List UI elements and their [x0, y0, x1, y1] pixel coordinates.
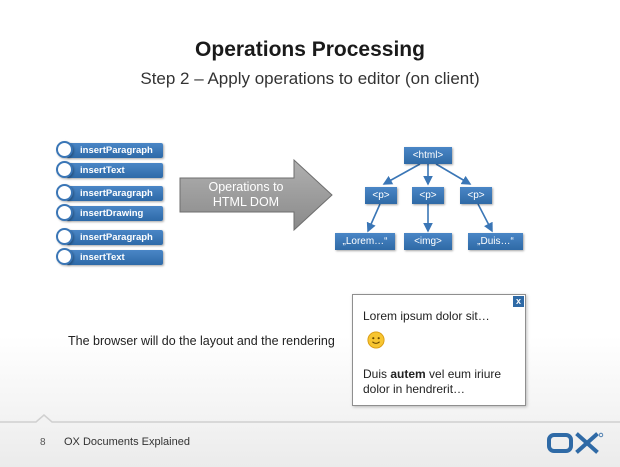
page-number: 8 [40, 437, 46, 448]
operation-bullet-icon [56, 248, 73, 265]
operation-label: insertParagraph [66, 186, 163, 201]
arrow-label-line2: HTML DOM [212, 195, 280, 209]
conversion-arrow: Operations to HTML DOM [178, 158, 336, 232]
caption-text: The browser will do the layout and the r… [68, 334, 335, 348]
close-icon[interactable]: x [513, 296, 524, 307]
operation-bullet-icon [56, 204, 73, 221]
operation-item: insertParagraph [56, 184, 164, 204]
arrow-label-line1: Operations to [208, 180, 284, 194]
dom-node-text-lorem: „Lorem…“ [335, 233, 395, 250]
smiley-icon [367, 331, 385, 349]
dom-node-p: <p> [460, 187, 492, 204]
preview-paragraph-3: dolor in hendrerit… [363, 382, 466, 396]
arrow-right-icon [179, 158, 333, 232]
operation-item: insertParagraph [56, 228, 164, 248]
operation-item: insertText [56, 161, 164, 181]
dom-node-p: <p> [412, 187, 444, 204]
dom-node-img: <img> [404, 233, 452, 250]
footer-divider [0, 414, 620, 423]
operation-bullet-icon [56, 161, 73, 178]
preview-text-post: vel eum iriure [425, 367, 502, 381]
operation-bullet-icon [56, 141, 73, 158]
dom-node-html: <html> [404, 147, 452, 164]
operation-label: insertText [66, 250, 163, 265]
slide-subtitle: Step 2 – Apply operations to editor (on … [140, 69, 480, 88]
ox-logo-icon [547, 432, 604, 454]
operation-item: insertParagraph [56, 141, 164, 161]
operation-label: insertDrawing [66, 206, 163, 221]
dom-node-text-duis: „Duis…“ [468, 233, 523, 250]
operation-item: insertText [56, 248, 164, 268]
operation-label: insertParagraph [66, 230, 163, 245]
preview-text-bold: autem [390, 367, 426, 381]
operation-label: insertText [66, 163, 163, 178]
preview-text-pre: Duis [363, 367, 391, 381]
operation-bullet-icon [56, 228, 73, 245]
operation-item: insertDrawing [56, 204, 164, 224]
slide-title: Operations Processing [195, 38, 425, 61]
footer-title: OX Documents Explained [64, 436, 190, 448]
preview-paragraph-2: Duis autem vel eum iriure [363, 367, 501, 381]
rendered-preview-window: x Lorem ipsum dolor sit… Duis autem vel … [352, 294, 526, 406]
operation-bullet-icon [56, 184, 73, 201]
dom-node-p: <p> [365, 187, 397, 204]
preview-paragraph-1: Lorem ipsum dolor sit… [363, 309, 490, 323]
operation-label: insertParagraph [66, 143, 163, 158]
